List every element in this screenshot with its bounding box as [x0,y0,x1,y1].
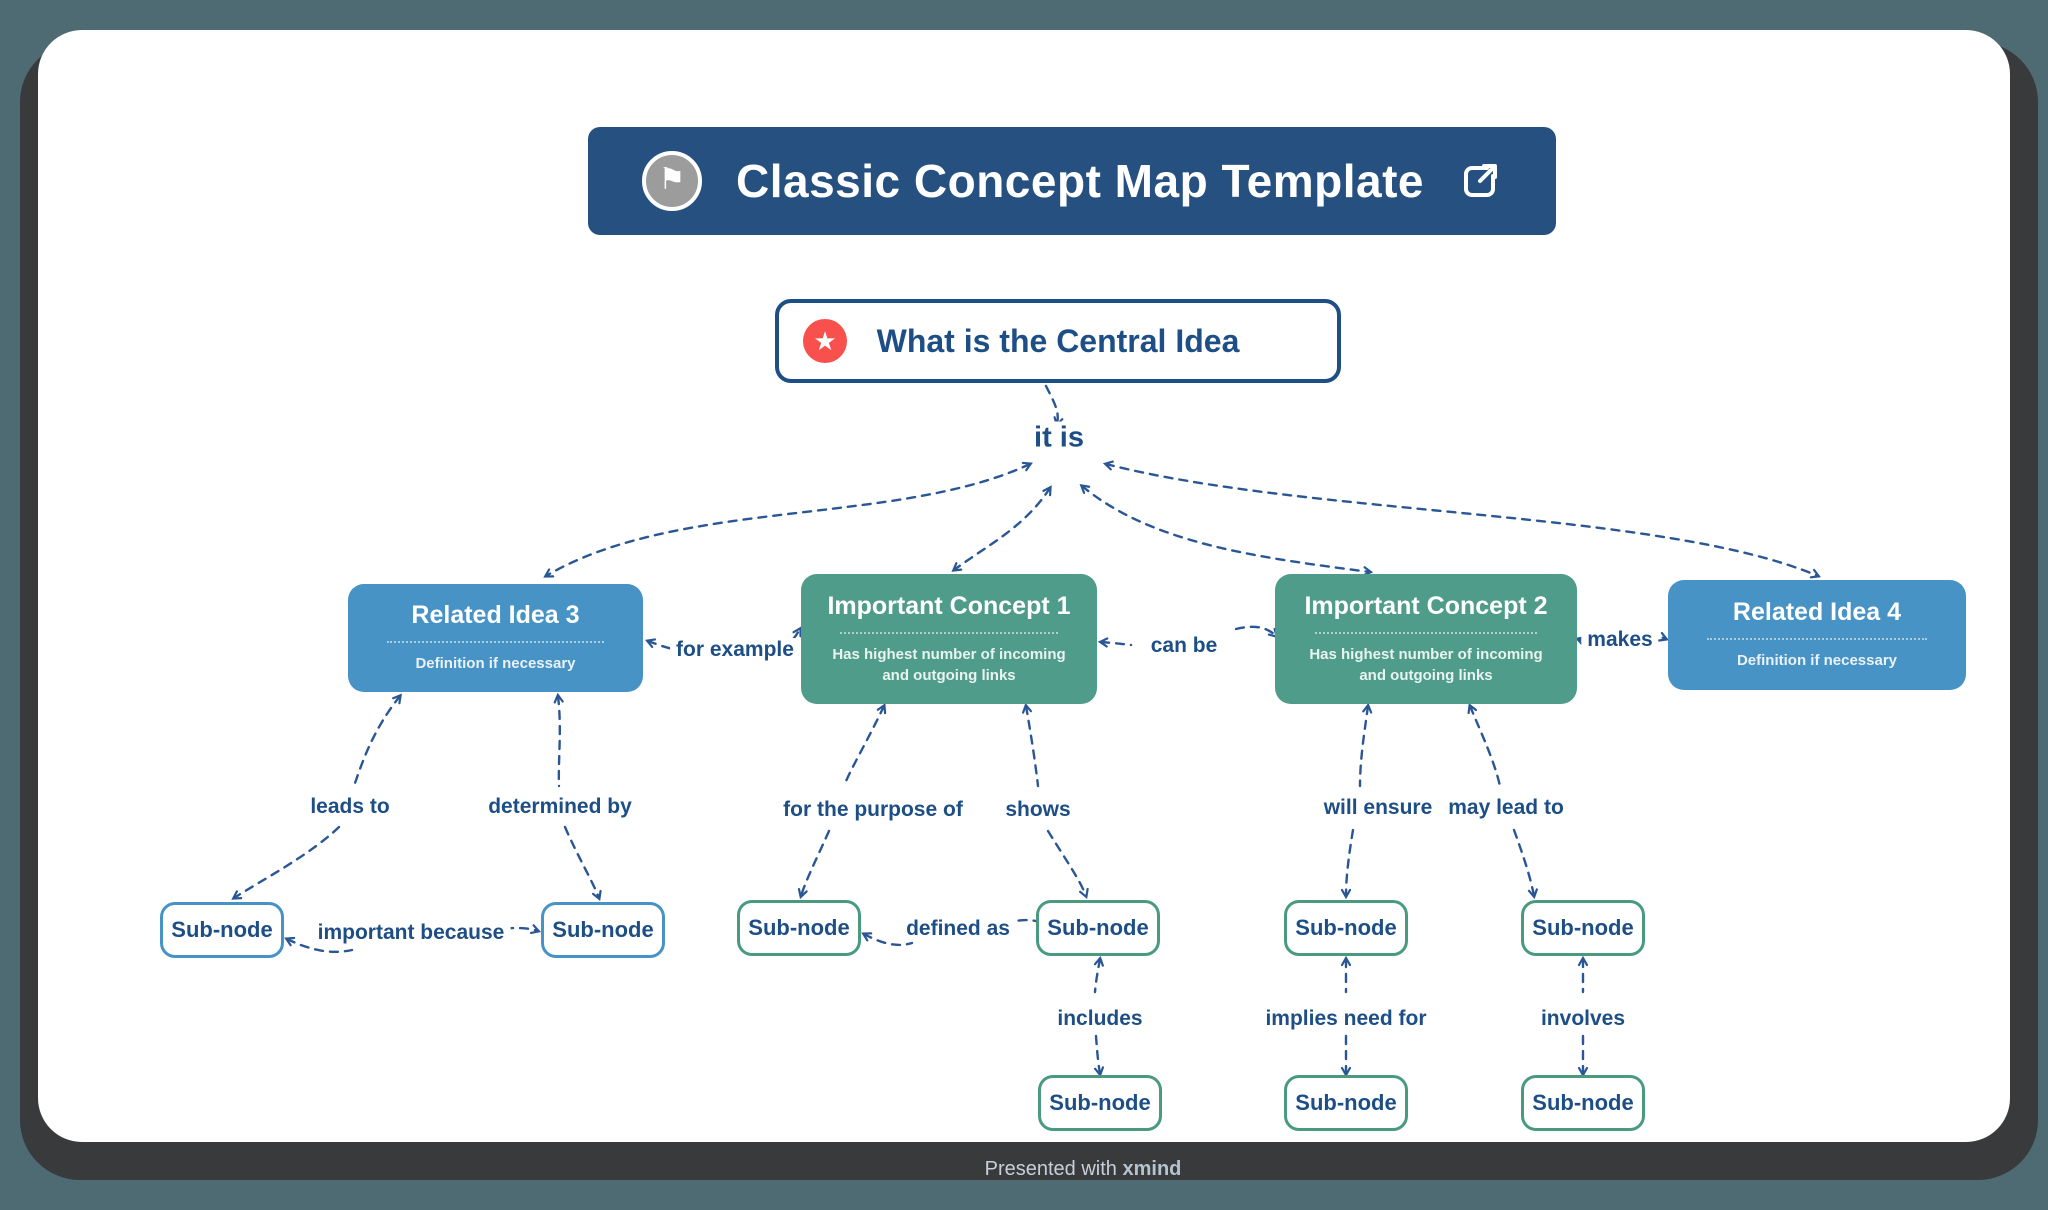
sub-node[interactable]: Sub-node [1036,900,1160,956]
relation-label-shows[interactable]: shows [999,798,1077,822]
sub-node[interactable]: Sub-node [1284,900,1408,956]
divider [1314,632,1538,635]
concept-subtitle: Has highest number of incoming and outgo… [832,646,1066,684]
sub-node[interactable]: Sub-node [1284,1075,1408,1131]
external-link-icon[interactable] [1458,159,1502,203]
star-icon: ★ [803,319,847,363]
relation-label-determined-by[interactable]: determined by [482,795,638,819]
divider [1707,638,1927,641]
sub-node[interactable]: Sub-node [1521,900,1645,956]
relation-label-leads-to[interactable]: leads to [304,795,396,819]
map-title: Classic Concept Map Template [736,155,1424,207]
relation-label-includes[interactable]: includes [1051,1007,1149,1031]
concept-subtitle: Definition if necessary [415,655,576,673]
relation-label-will-ensure[interactable]: will ensure [1317,796,1439,820]
divider [840,632,1058,635]
concept-title: Important Concept 2 [1304,592,1548,621]
relation-label-involves[interactable]: involves [1534,1007,1632,1031]
watermark-brand: xmind [1122,1158,1182,1180]
concept-node-important-concept-2[interactable]: Important Concept 2 Has highest number o… [1275,574,1577,704]
sub-node[interactable]: Sub-node [737,900,861,956]
relation-label-may-lead-to[interactable]: may lead to [1442,796,1570,820]
relation-label-for-example[interactable]: for example [670,638,800,662]
watermark: Presented with xmind [985,1158,1182,1181]
concept-title: Important Concept 1 [827,592,1071,621]
relation-label-for-the-purpose-of[interactable]: for the purpose of [777,798,969,822]
relation-label-defined-as[interactable]: defined as [900,917,1016,941]
concept-title: Related Idea 4 [1732,598,1902,627]
concept-title: Related Idea 3 [411,601,580,630]
concept-subtitle: Definition if necessary [1736,652,1898,670]
sub-node[interactable]: Sub-node [541,902,665,958]
concept-node-important-concept-1[interactable]: Important Concept 1 Has highest number o… [801,574,1097,704]
relation-label-important-because[interactable]: important because [311,921,511,945]
central-topic-label: What is the Central Idea [876,322,1240,359]
canvas-card: ⚑ Classic Concept Map Template ★ What is… [38,30,2010,1180]
sub-node[interactable]: Sub-node [160,902,284,958]
concept-node-related-idea-3[interactable]: Related Idea 3 Definition if necessary [348,584,643,692]
sub-node[interactable]: Sub-node [1038,1075,1162,1131]
concept-node-related-idea-4[interactable]: Related Idea 4 Definition if necessary [1668,580,1966,690]
relation-label-can-be[interactable]: can be [1144,634,1224,658]
relation-label-implies-need-for[interactable]: implies need for [1259,1007,1433,1031]
central-topic[interactable]: ★ What is the Central Idea [775,299,1341,383]
sub-node[interactable]: Sub-node [1521,1075,1645,1131]
map-title-banner[interactable]: ⚑ Classic Concept Map Template [588,127,1556,235]
concept-subtitle: Has highest number of incoming and outgo… [1309,646,1543,684]
flag-icon: ⚑ [642,151,702,211]
relation-label-it-is[interactable]: it is [1028,421,1090,455]
divider [387,641,604,644]
flag-glyph: ⚑ [658,163,686,196]
watermark-text: Presented with [984,1158,1117,1180]
relation-label-makes[interactable]: makes [1581,628,1659,652]
